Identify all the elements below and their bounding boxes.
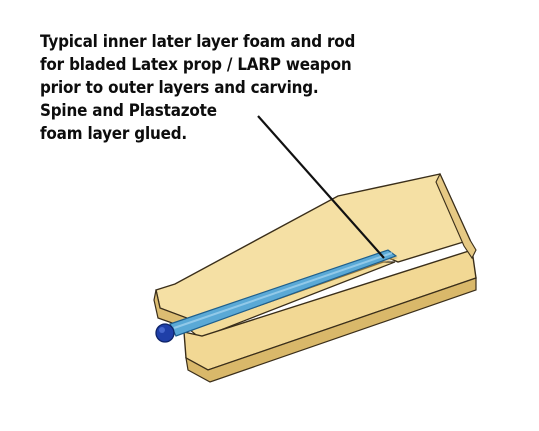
rod	[155, 249, 398, 343]
rod-end-cap	[155, 323, 175, 343]
caption-line-2: for bladed Latex prop / LARP weapon	[40, 55, 352, 74]
caption-line-5: foam layer glued.	[40, 124, 187, 143]
caption-text: Typical inner later layer foam and rod f…	[40, 30, 356, 145]
caption-line-1: Typical inner later layer foam and rod	[40, 32, 356, 51]
caption-line-4: Spine and Plastazote	[40, 101, 217, 120]
caption-line-3: prior to outer layers and carving.	[40, 78, 319, 97]
foam-layer-lower	[183, 249, 477, 383]
pointer-line	[257, 115, 385, 259]
